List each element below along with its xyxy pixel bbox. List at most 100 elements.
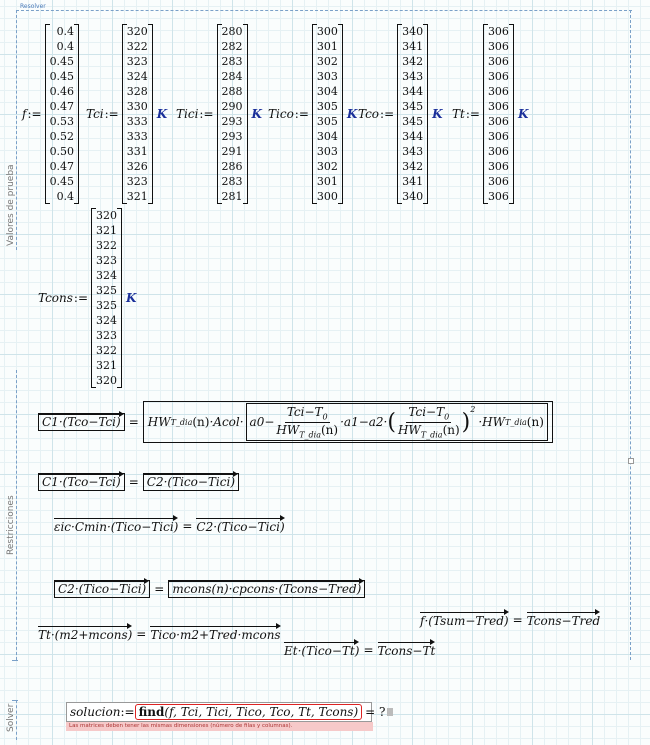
matrix-cell: 300 xyxy=(316,190,338,203)
matrix-cell: 288 xyxy=(221,85,243,98)
matrix-cell: 283 xyxy=(221,175,243,188)
matrix-name: Tci:= xyxy=(86,107,119,121)
matrix-name: Tco:= xyxy=(358,107,395,121)
matrix-cell: 306 xyxy=(487,85,509,98)
matrix-cell: 303 xyxy=(316,70,338,83)
matrix-cell: 340 xyxy=(402,190,424,203)
matrix-cell: 341 xyxy=(402,40,424,53)
valores-area-label[interactable]: Valores de prueba xyxy=(6,164,16,246)
assign-operator: := xyxy=(27,107,42,121)
unit-label: K xyxy=(251,107,262,121)
matrix-cell: 0.50 xyxy=(49,145,75,158)
matrix-cell: 324 xyxy=(96,314,118,327)
matrix-cell: 322 xyxy=(126,40,148,53)
eq6-right: Tico·m2+Tred·mcons xyxy=(150,623,281,642)
matrix-cell: 0.4 xyxy=(56,25,75,38)
eq7-right: Tcons−Tt xyxy=(377,639,436,658)
matrix-cell: 300 xyxy=(316,25,338,38)
matrix-name: Tico:= xyxy=(268,107,309,121)
matrix-cell: 344 xyxy=(402,85,424,98)
constraint-eq-4[interactable]: C2·(Tico−Tici) = mcons(n)·cpcons·(Tcons−… xyxy=(54,578,366,598)
matrix-cell: 0.53 xyxy=(49,115,75,128)
matrix-cell: 283 xyxy=(221,55,243,68)
matrix-cell: 345 xyxy=(402,115,424,128)
unit-label: K xyxy=(156,107,168,121)
matrix-cell: 323 xyxy=(126,175,148,188)
find-func: find xyxy=(138,704,165,719)
matrix-cell: 306 xyxy=(487,190,509,203)
matrix-cell: 284 xyxy=(221,70,243,83)
matrix-cell: 321 xyxy=(96,359,118,372)
matrix-cell: 325 xyxy=(96,299,118,312)
resolver-top-border xyxy=(16,10,632,11)
matrix-cell: 306 xyxy=(487,130,509,143)
matrix-cell: 306 xyxy=(487,40,509,53)
matrix-cell: 293 xyxy=(221,115,243,128)
resize-handle[interactable] xyxy=(628,458,634,464)
result-placeholder-icon xyxy=(387,707,394,716)
matrix-cell: 341 xyxy=(402,175,424,188)
matrix-name: f:= xyxy=(22,107,42,121)
matrix-cell: 0.4 xyxy=(56,40,75,53)
assign-operator: := xyxy=(199,107,214,121)
matrix-name: Tici:= xyxy=(176,107,214,121)
matrix-cell: 304 xyxy=(316,130,338,143)
matrix-cell: 323 xyxy=(96,329,118,342)
matrix-cell: 282 xyxy=(221,40,243,53)
restricciones-area-end xyxy=(12,660,18,661)
matrix-cell: 333 xyxy=(126,115,148,128)
solver-area-label[interactable]: Solver xyxy=(6,703,16,732)
matrix-cell: 333 xyxy=(126,130,148,143)
constraint-eq-5[interactable]: f·(Tsum−Tred) = Tcons−Tred xyxy=(420,609,601,628)
matrix-cell: 281 xyxy=(221,190,243,203)
constraint-eq-6[interactable]: Tt·(m2+mcons) = Tico·m2+Tred·mcons xyxy=(38,623,281,642)
find-call-box[interactable]: find (f, Tci, Tici, Tico, Tco, Tt, Tcons… xyxy=(134,703,363,720)
assign-operator: := xyxy=(294,107,309,121)
eq3-right: C2·(Tico−Tici) xyxy=(196,515,285,534)
matrix-cell: 306 xyxy=(487,100,509,113)
eq6-left: Tt·(m2+mcons) xyxy=(38,623,133,642)
constraint-eq-7[interactable]: Et·(Tico−Tt) = Tcons−Tt xyxy=(284,639,436,658)
matrix-cell: 322 xyxy=(96,239,118,252)
constraint-eq-2[interactable]: C1·(Tco−Tci) = C2·(Tico−Tici) xyxy=(38,471,240,491)
matrix-cell: 344 xyxy=(402,130,424,143)
solver-area-start xyxy=(12,700,18,701)
solver-expression[interactable]: solucion := find (f, Tci, Tici, Tico, Tc… xyxy=(70,703,394,720)
eq1-frac2: Tci−T0 HWT_dia(n) xyxy=(397,405,460,439)
matrix-cell: 321 xyxy=(96,224,118,237)
matrix-cell: 306 xyxy=(487,115,509,128)
matrix-cell: 305 xyxy=(316,100,338,113)
valores-area-line xyxy=(16,10,17,250)
assign-operator: := xyxy=(465,107,480,121)
solver-lhs: solucion xyxy=(70,704,121,719)
matrix-cell: 290 xyxy=(221,100,243,113)
matrix-cell: 306 xyxy=(487,175,509,188)
eq7-left: Et·(Tico−Tt) xyxy=(284,639,360,658)
resolver-label: Resolver xyxy=(20,3,46,10)
restricciones-area-label[interactable]: Restricciones xyxy=(6,495,16,555)
matrix-cell: 321 xyxy=(126,190,148,203)
matrix-cell: 291 xyxy=(221,145,243,158)
matrix-cell: 324 xyxy=(126,70,148,83)
eq2-right: C2·(Tico−Tici) xyxy=(142,471,240,491)
matrix-cell: 301 xyxy=(316,40,338,53)
matrix-cell: 326 xyxy=(126,160,148,173)
matrix-name: Tcons:= xyxy=(38,291,89,305)
matrix-cell: 0.45 xyxy=(49,70,75,83)
matrix-cell: 0.52 xyxy=(49,130,75,143)
constraint-eq-3[interactable]: εic·Cmin·(Tico−Tici) = C2·(Tico−Tici) xyxy=(54,515,285,534)
unit-label: K xyxy=(346,107,358,121)
assign-operator: := xyxy=(104,107,119,121)
